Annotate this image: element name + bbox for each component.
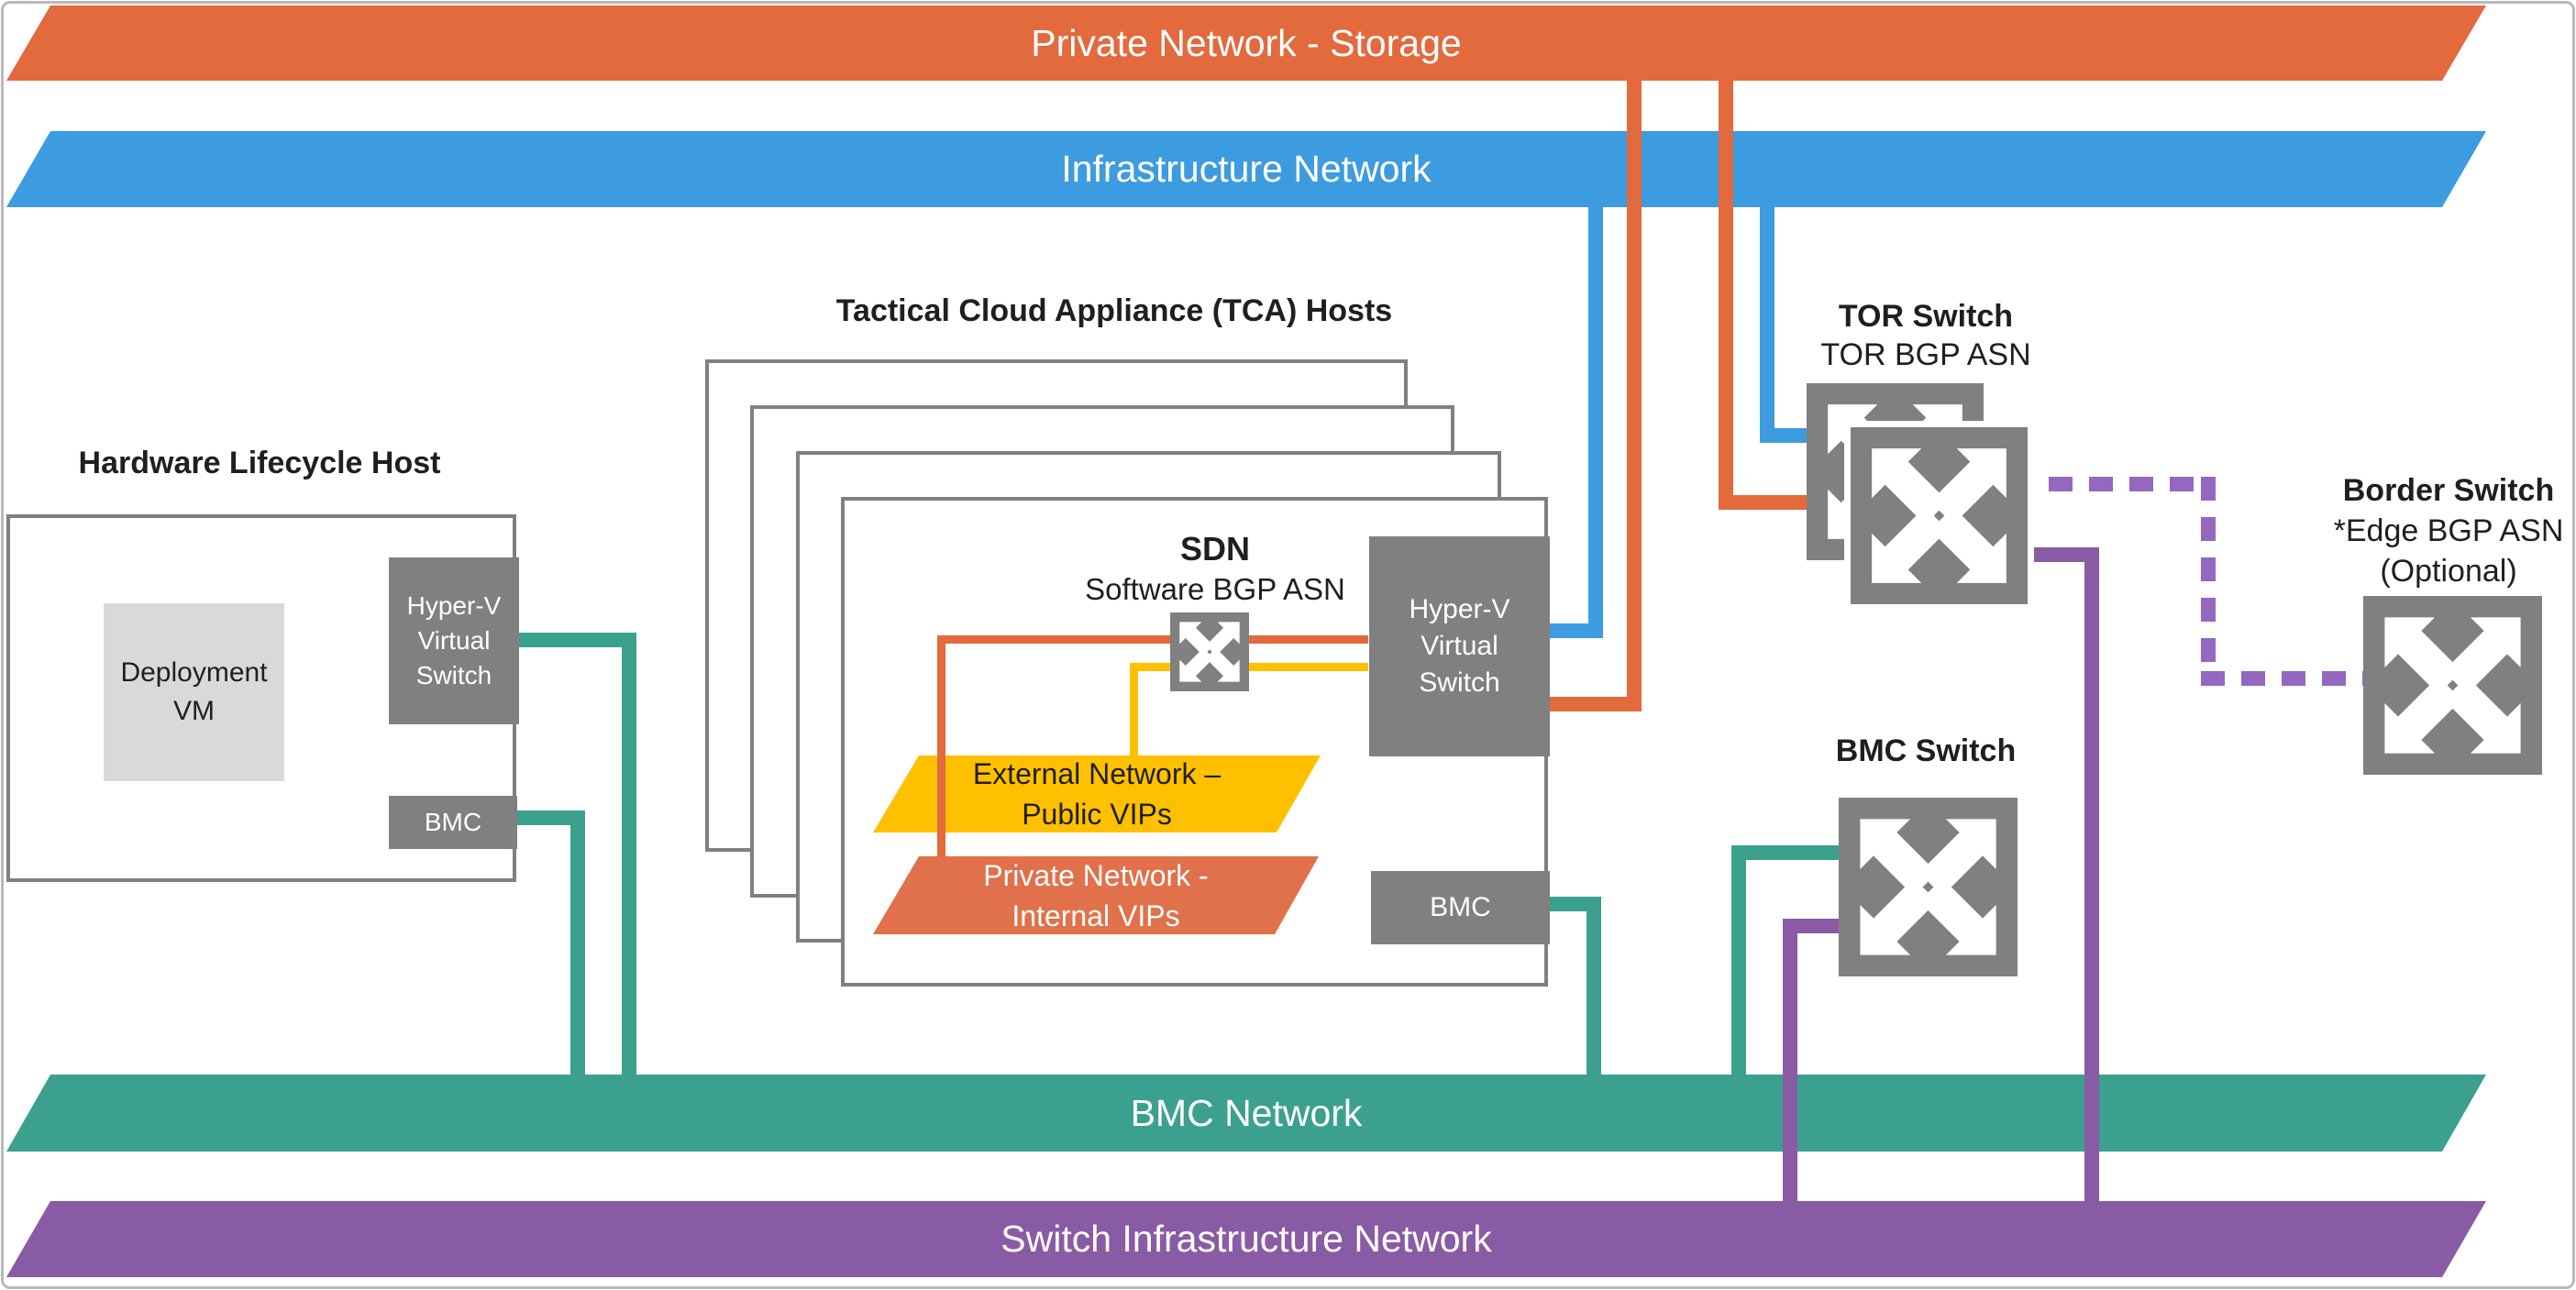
private-network-internal-vips-shape: Private Network - Internal VIPs — [873, 856, 1319, 934]
line-infra-tca-hyperv-v — [1588, 207, 1603, 638]
sdn-software-switch-icon — [1170, 612, 1249, 691]
infrastructure-network-label: Infrastructure Network — [1061, 148, 1432, 190]
tor-switch-title: TOR Switch — [1838, 299, 2014, 334]
line-tor-border-dashed-h1 — [2008, 477, 2216, 491]
hlh-hyperv-virtual-switch-box: Hyper-V Virtual Switch — [389, 557, 519, 724]
line-infra-tor-v — [1760, 207, 1774, 443]
external-network-public-vips-label: External Network – Public VIPs — [972, 757, 1222, 831]
hlh-bmc-label: BMC — [424, 808, 482, 836]
border-switch-optional-note: (Optional) — [2380, 554, 2517, 589]
tca-hyperv-virtual-switch-box: Hyper-V Virtual Switch — [1369, 536, 1550, 756]
hardware-lifecycle-host-title: Hardware Lifecycle Host — [78, 446, 441, 480]
sdn-title: SDN — [1179, 530, 1250, 568]
border-switch-icon — [2363, 596, 2542, 775]
line-hlh-bmc-bmc-network-v — [570, 810, 585, 1075]
line-storage-tca-hyperv-v — [1627, 81, 1642, 711]
line-tor-switchinfra-v — [2084, 547, 2099, 1201]
tor-switch-icon-front — [1851, 427, 2028, 604]
hlh-bmc-box: BMC — [389, 796, 517, 849]
tca-hyperv-virtual-switch-label: Hyper-V Virtual Switch — [1409, 594, 1510, 698]
line-tor-border-dashed-v — [2201, 477, 2216, 686]
line-tor-switchinfra-h — [2008, 547, 2099, 562]
line-storage-tor-v — [1719, 81, 1733, 510]
deployment-vm-label: Deployment VM — [120, 657, 268, 726]
line-storage-tca-hyperv-h — [1522, 697, 1642, 711]
line-hlh-hyperv-bmc-network-v — [622, 633, 636, 1075]
switch-infrastructure-network-label: Switch Infrastructure Network — [1001, 1218, 1492, 1260]
line-hlh-hyperv-bmc-network-h — [504, 633, 636, 647]
tca-bmc-label: BMC — [1430, 892, 1491, 922]
tca-hosts-title: Tactical Cloud Appliance (TCA) Hosts — [835, 293, 1393, 328]
line-tca-bmc-bmc-network-v — [1587, 897, 1601, 1075]
line-sdn-internal-vips-h — [937, 635, 1368, 644]
line-bmc-switch-bmc-network-h — [1731, 845, 1852, 860]
line-bmc-switch-switchinfra-v — [1783, 919, 1797, 1201]
line-bmc-switch-switchinfra-h — [1783, 919, 1852, 933]
line-tor-border-dashed-h2 — [2201, 671, 2363, 686]
line-hlh-bmc-bmc-network-h — [504, 810, 585, 825]
bmc-switch-title: BMC Switch — [1835, 733, 2017, 768]
line-sdn-public-vips-h — [1130, 663, 1368, 671]
bmc-network-label: BMC Network — [1130, 1091, 1363, 1134]
border-switch-title: Border Switch — [2342, 473, 2555, 508]
sdn-subtitle: Software BGP ASN — [1085, 572, 1345, 606]
switch-infrastructure-network-banner: Switch Infrastructure Network — [6, 1201, 2486, 1277]
private-storage-network-banner: Private Network - Storage — [6, 6, 2486, 81]
line-sdn-public-vips-v — [1130, 663, 1138, 755]
bmc-switch-icon — [1839, 798, 2018, 976]
deployment-vm-box: Deployment VM — [104, 603, 284, 781]
bmc-network-banner: BMC Network — [6, 1075, 2486, 1152]
line-storage-tor-h — [1719, 495, 1825, 510]
external-network-public-vips-shape: External Network – Public VIPs — [873, 755, 1321, 832]
private-network-internal-vips-label: Private Network - Internal VIPs — [983, 858, 1209, 932]
hlh-hyperv-virtual-switch-label: Hyper-V Virtual Switch — [406, 591, 502, 689]
line-bmc-switch-bmc-network-v — [1731, 845, 1746, 1075]
tor-switch-subtitle: TOR BGP ASN — [1820, 337, 2031, 372]
line-sdn-internal-vips-v — [937, 635, 945, 856]
infrastructure-network-banner: Infrastructure Network — [6, 131, 2486, 207]
tca-bmc-box: BMC — [1371, 871, 1550, 944]
private-storage-network-label: Private Network - Storage — [1031, 21, 1462, 64]
border-switch-subtitle: *Edge BGP ASN — [2333, 513, 2564, 548]
